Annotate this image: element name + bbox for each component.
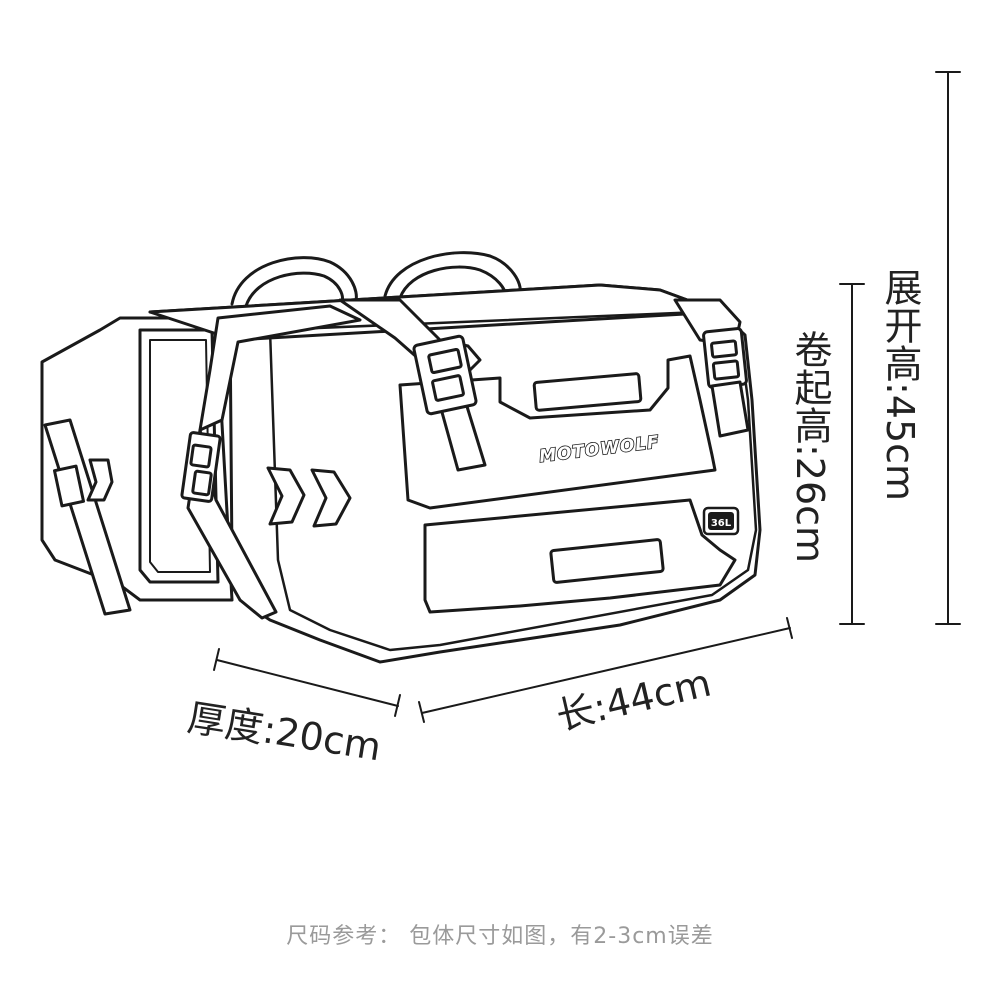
full-height-label: 展开高:45cm bbox=[878, 268, 922, 501]
front-bag-drawing bbox=[148, 251, 762, 664]
size-note: 尺码参考： 包体尺寸如图，有2-3cm误差 bbox=[286, 924, 714, 949]
length-label: 长:44cm bbox=[552, 661, 715, 739]
dimension-lines bbox=[213, 71, 961, 723]
rolled-height-label: 卷起高:26cm bbox=[788, 330, 832, 563]
capacity-badge: 36L bbox=[711, 518, 732, 529]
depth-label: 厚度:20cm bbox=[185, 695, 385, 769]
